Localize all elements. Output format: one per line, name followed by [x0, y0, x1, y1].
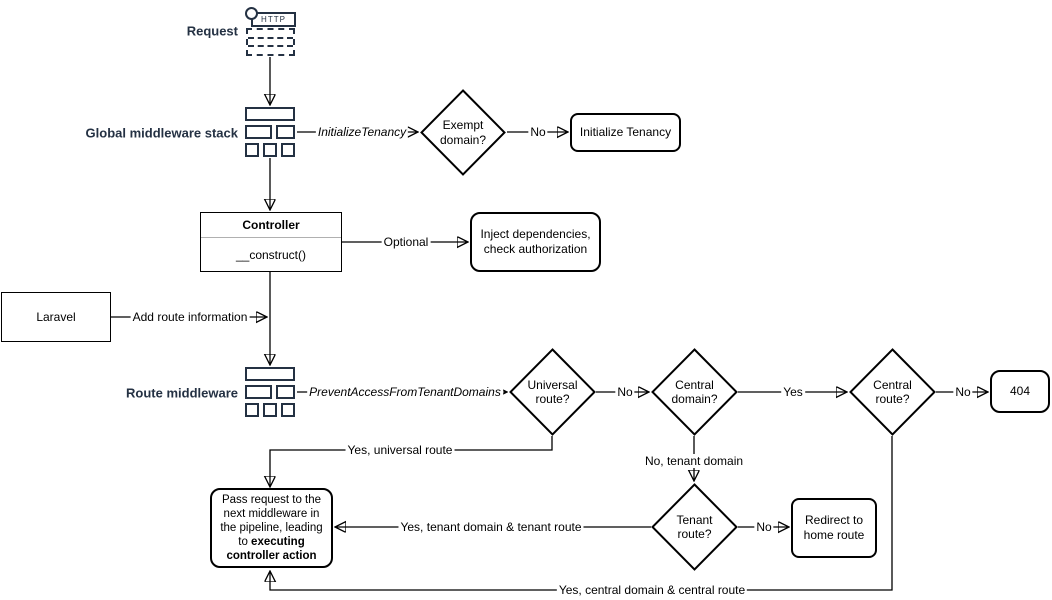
initialize-tenancy-box: Initialize Tenancy: [570, 113, 681, 152]
laravel-text: Laravel: [36, 310, 76, 324]
request-label: Request: [186, 23, 238, 39]
decision-tenant-route-label: Tenant route?: [676, 512, 713, 541]
edge-label-initialize-tenancy-middleware: InitializeTenancy: [315, 125, 409, 139]
404-box: 404: [990, 370, 1050, 413]
route-middleware-label: Route middleware: [126, 385, 238, 401]
edge-label-optional: Optional: [381, 235, 431, 249]
decision-tenant-route: Tenant route?: [651, 483, 738, 571]
decision-central-route-label: Central route?: [873, 377, 912, 406]
decision-central-route: Central route?: [849, 348, 936, 436]
pass-request-bold-text: executing controller action: [226, 536, 317, 563]
pass-request-box: Pass request to the next middleware in t…: [210, 488, 333, 568]
global-middleware-stack-icon: [245, 107, 295, 157]
404-text: 404: [1009, 384, 1031, 398]
edge-label-central-domain-yes: Yes: [781, 385, 805, 399]
controller-method: __construct(): [235, 248, 307, 262]
inject-dependencies-text: Inject dependencies, check authorization: [480, 227, 591, 256]
decision-exempt-domain: Exempt domain?: [420, 89, 506, 176]
edge-label-exempt-no: No: [528, 125, 548, 139]
laravel-box: Laravel: [1, 292, 111, 342]
decision-universal-route: Universal route?: [509, 348, 596, 436]
decision-central-domain: Central domain?: [651, 348, 738, 436]
edge-label-universal-yes: Yes, universal route: [345, 443, 455, 457]
edge-label-prevent-access-middleware: PreventAccessFromTenantDomains: [307, 385, 503, 399]
decision-central-domain-label: Central domain?: [671, 377, 718, 406]
edge-label-tenant-no: No: [754, 520, 774, 534]
inject-dependencies-box: Inject dependencies, check authorization: [470, 212, 601, 272]
edge-label-central-yes: Yes, central domain & central route: [556, 583, 748, 597]
edge-label-central-route-no: No: [953, 385, 973, 399]
decision-universal-route-label: Universal route?: [527, 377, 578, 406]
circle-glyph-icon: [245, 7, 258, 20]
initialize-tenancy-text: Initialize Tenancy: [579, 125, 672, 139]
edge-label-tenant-domain-no: No, tenant domain: [642, 454, 746, 468]
route-middleware-stack-icon: [245, 367, 295, 417]
controller-box: Controller __construct(): [200, 212, 342, 272]
redirect-home-box: Redirect to home route: [791, 498, 877, 558]
edge-label-add-route-information: Add route information: [130, 310, 250, 324]
decision-exempt-domain-label: Exempt domain?: [439, 118, 487, 147]
edge-label-tenant-yes: Yes, tenant domain & tenant route: [398, 520, 584, 534]
global-middleware-stack-label: Global middleware stack: [85, 125, 238, 141]
controller-title: Controller: [201, 213, 341, 238]
pass-request-text: Pass request to the next middleware in t…: [220, 493, 323, 563]
http-label: HTTP: [261, 15, 286, 24]
http-request-icon: HTTP: [245, 7, 297, 56]
dashed-body-icon: [246, 28, 295, 56]
redirect-home-text: Redirect to home route: [803, 513, 865, 542]
edge-label-universal-no: No: [615, 385, 635, 399]
